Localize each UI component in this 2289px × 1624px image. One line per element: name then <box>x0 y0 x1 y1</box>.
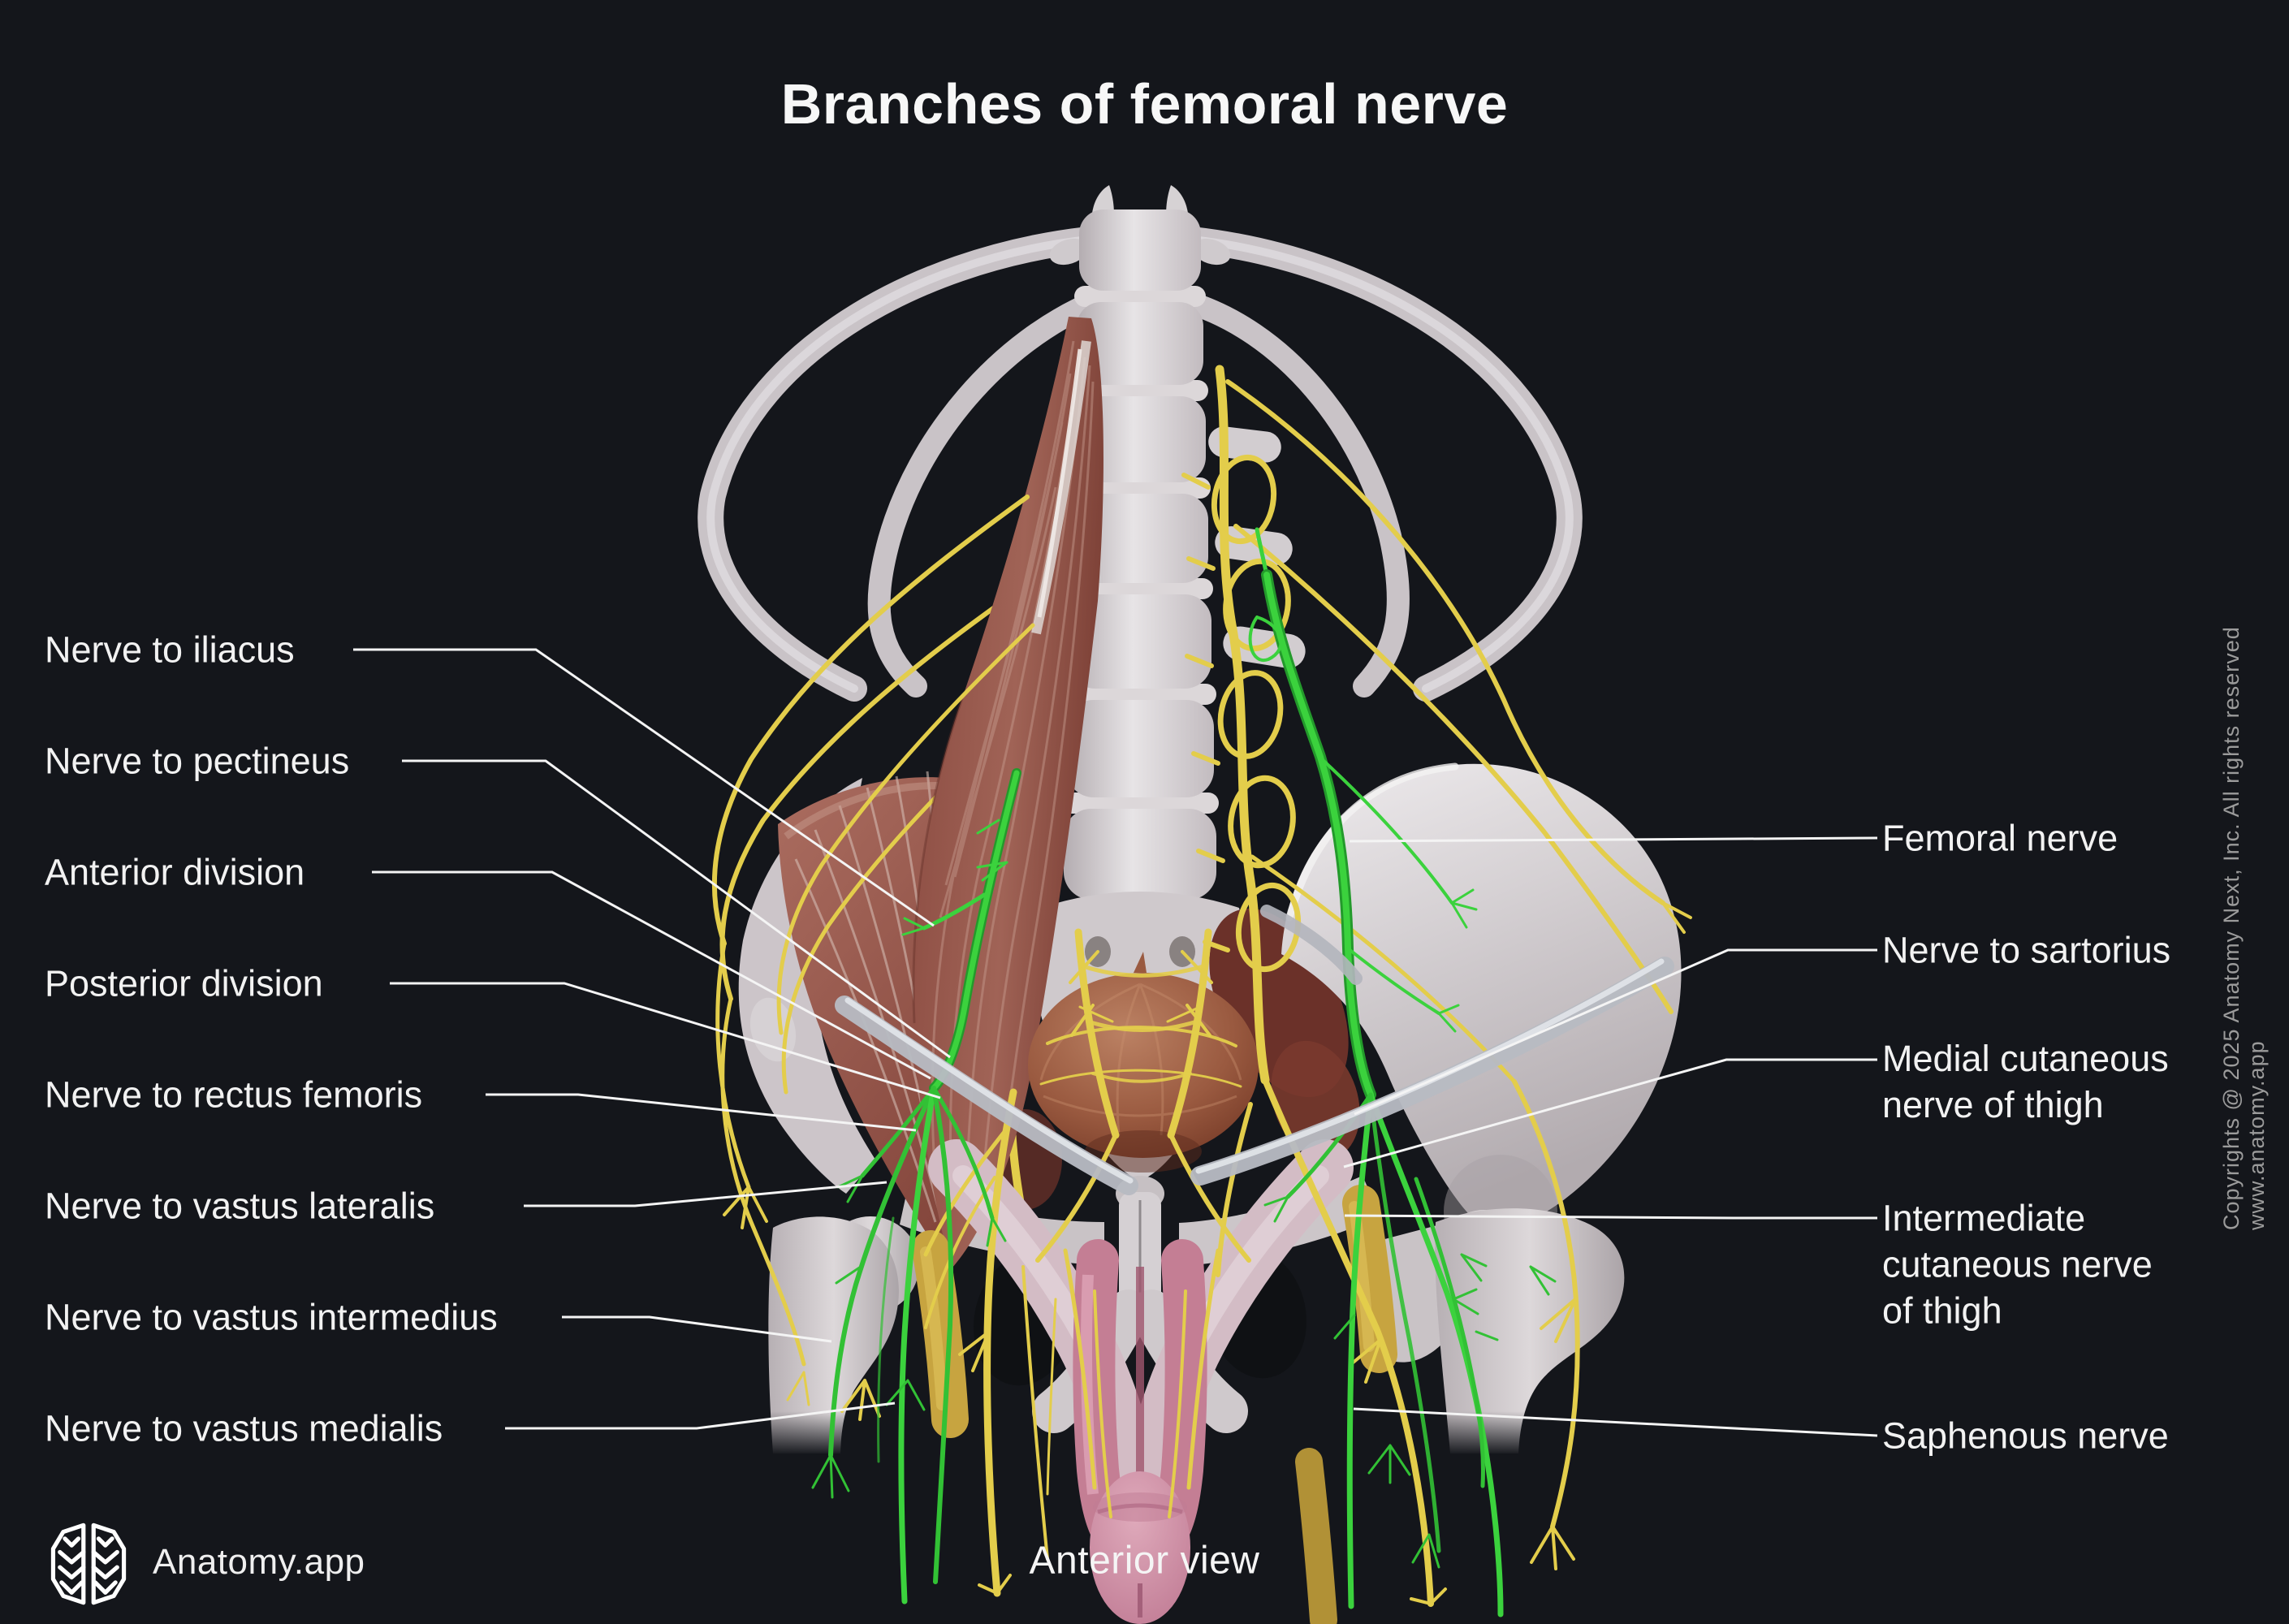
femurs <box>762 1208 1625 1455</box>
inguinal-ligaments <box>835 905 1674 1195</box>
leader-line <box>1344 1214 1877 1220</box>
leader-line <box>402 759 951 1059</box>
leader-lines <box>353 648 1878 1437</box>
label-nerve-to-vastus-intermedius: Nerve to vastus intermedius <box>45 1296 498 1338</box>
label-nerve-to-sartorius: Nerve to sartorius <box>1882 929 2171 971</box>
label-saphenous-nerve: Saphenous nerve <box>1882 1415 2169 1457</box>
leader-line <box>486 1093 917 1132</box>
view-caption: Anterior view <box>1029 1539 1260 1583</box>
leader-line <box>1343 1058 1877 1168</box>
brand-name: Anatomy.app <box>153 1542 365 1582</box>
leader-line <box>390 982 941 1099</box>
leader-line <box>524 1181 888 1207</box>
label-intermediate-cutaneous-nerve-of-thigh: Intermediate cutaneous nerve of thigh <box>1882 1197 2153 1332</box>
leader-line <box>1353 1407 1878 1437</box>
leader-line <box>1349 836 1878 843</box>
label-nerve-to-pectineus: Nerve to pectineus <box>45 740 350 782</box>
label-nerve-to-rectus-femoris: Nerve to rectus femoris <box>45 1073 423 1116</box>
ribs <box>697 227 1583 702</box>
label-anterior-division: Anterior division <box>45 851 305 893</box>
leader-line <box>505 1402 896 1430</box>
leader-line <box>1354 948 1877 1116</box>
label-nerve-to-vastus-medialis: Nerve to vastus medialis <box>45 1407 443 1449</box>
copyright-text: Copyrights @ 2025 Anatomy Next, Inc. All… <box>2219 626 2269 1230</box>
label-nerve-to-vastus-lateralis: Nerve to vastus lateralis <box>45 1185 435 1227</box>
leader-line <box>372 870 931 1080</box>
leader-line <box>353 648 935 927</box>
label-posterior-division: Posterior division <box>45 962 323 1004</box>
label-medial-cutaneous-nerve-of-thigh: Medial cutaneous nerve of thigh <box>1882 1038 2169 1125</box>
label-nerve-to-iliacus: Nerve to iliacus <box>45 628 295 671</box>
label-femoral-nerve: Femoral nerve <box>1882 817 2118 859</box>
brain-logo-icon <box>50 1522 127 1605</box>
leader-line <box>562 1315 832 1343</box>
page-title: Branches of femoral nerve <box>780 72 1509 136</box>
